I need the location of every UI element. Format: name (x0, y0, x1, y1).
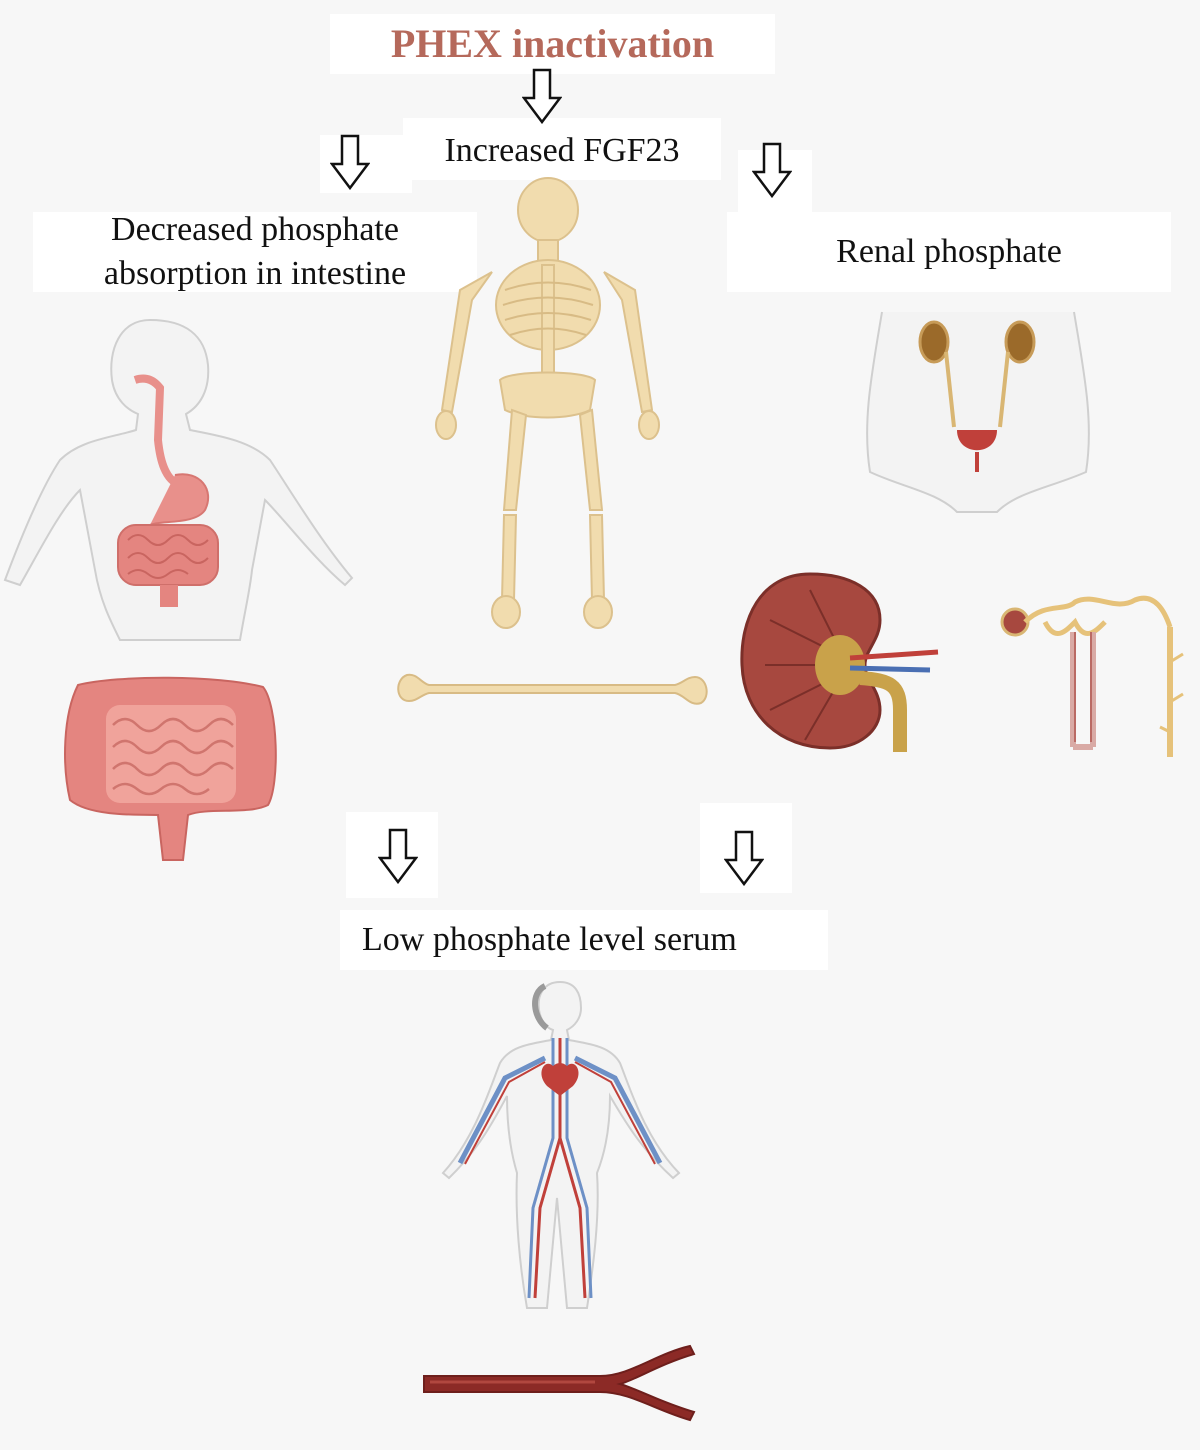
down-arrow-icon (724, 830, 764, 886)
down-arrow-icon (522, 68, 562, 124)
label-low-serum-phosphate: Low phosphate level serum (340, 910, 828, 970)
label-renal-phosphate: Renal phosphate (727, 212, 1171, 292)
blood-vessel-icon (423, 1344, 696, 1422)
urinary-system-icon (866, 311, 1090, 513)
label-decreased-intestinal-absorption: Decreased phosphate absorption in intest… (33, 211, 477, 292)
long-bone-icon (397, 673, 708, 705)
large-intestine-icon (64, 676, 277, 861)
down-arrow-icon (752, 142, 792, 198)
label-increased-fgf23: Increased FGF23 (403, 118, 721, 180)
digestive-system-icon (3, 318, 354, 641)
skeleton-icon (435, 177, 660, 629)
kidney-cross-section-icon (740, 572, 939, 752)
circulatory-system-icon (441, 980, 681, 1309)
down-arrow-icon (330, 134, 370, 190)
nephron-icon (1000, 595, 1184, 757)
title-phex-inactivation: PHEX inactivation (330, 14, 775, 74)
down-arrow-icon (378, 828, 418, 884)
